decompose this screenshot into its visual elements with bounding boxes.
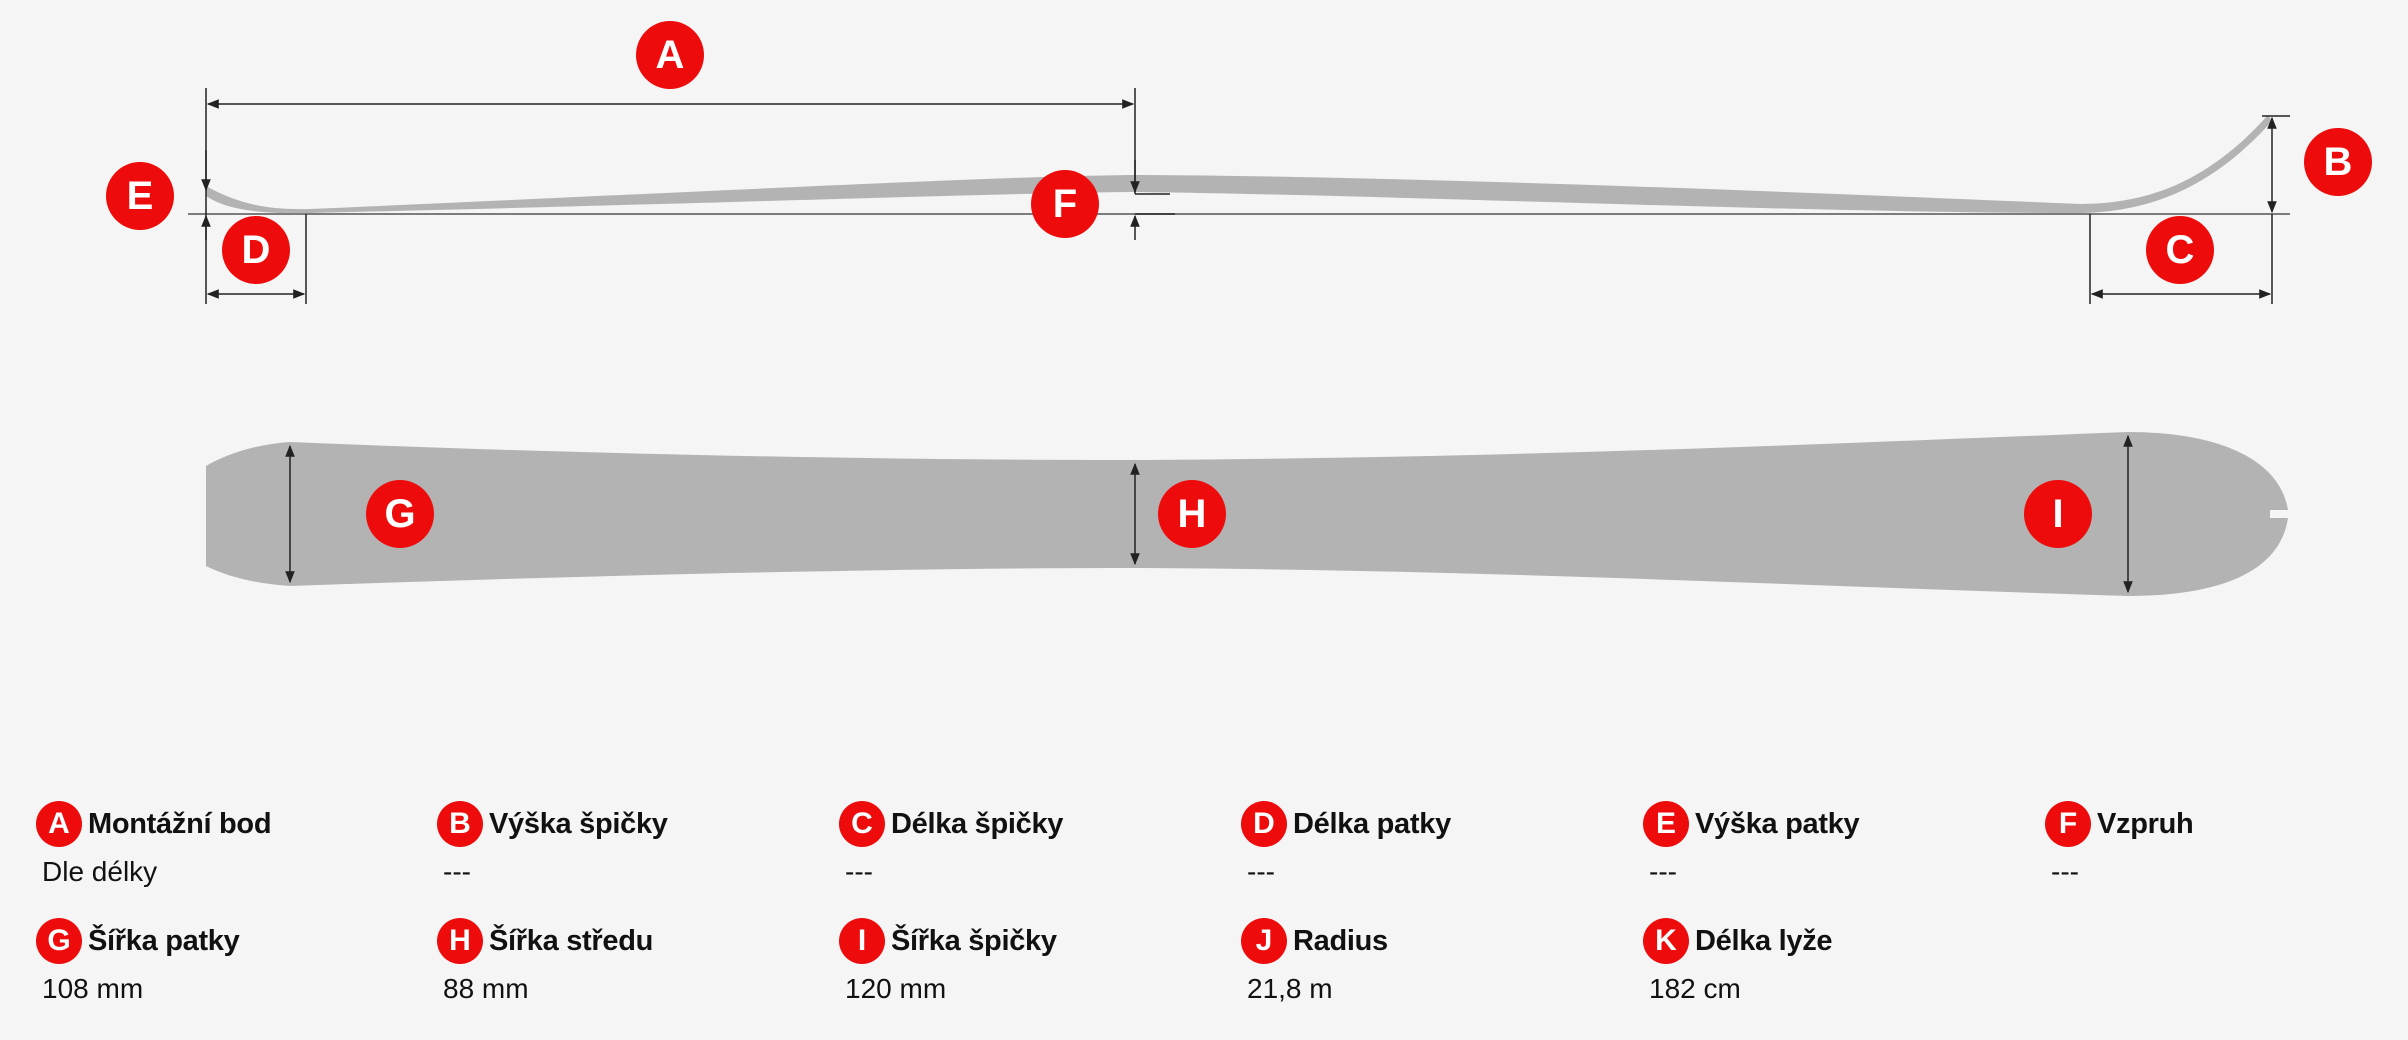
marker-c: C [2146, 216, 2214, 284]
legend-item-g: G Šířka patky 108 mm [36, 917, 416, 1005]
legend-title: Délka lyže [1695, 924, 1833, 957]
svg-text:H: H [1178, 492, 1207, 536]
legend-title: Délka špičky [891, 807, 1064, 840]
legend-badge: B [437, 801, 483, 847]
legend-badge: F [2045, 801, 2091, 847]
legend-item-f: F Vzpruh --- [2045, 800, 2408, 888]
legend-value: Dle délky [42, 856, 158, 887]
legend-value: 21,8 m [1247, 973, 1333, 1004]
marker-d: D [222, 216, 290, 284]
legend-badge: G [36, 918, 82, 964]
legend-badge: K [1643, 918, 1689, 964]
legend-badge: D [1241, 801, 1287, 847]
legend-value: --- [1247, 856, 1275, 887]
legend-value: --- [443, 856, 471, 887]
legend-item-d: D Délka patky --- [1241, 800, 1621, 888]
legend-value: 120 mm [845, 973, 947, 1004]
marker-f: F [1031, 170, 1099, 238]
legend-value: --- [1649, 856, 1677, 887]
legend-item-c: C Délka špičky --- [839, 800, 1219, 888]
svg-text:I: I [2052, 492, 2063, 536]
svg-text:A: A [656, 33, 685, 77]
legend-item-i: I Šířka špičky 120 mm [839, 917, 1219, 1005]
legend-item-h: H Šířka středu 88 mm [437, 917, 817, 1005]
legend-badge: H [437, 918, 483, 964]
legend-value: --- [2051, 856, 2079, 887]
legend-badge: J [1241, 918, 1287, 964]
ski-top-shape [206, 432, 2288, 596]
svg-text:C: C [2166, 228, 2195, 272]
legend-title: Šířka středu [489, 924, 654, 957]
legend-badge: C [839, 801, 885, 847]
svg-text:F: F [1053, 182, 1077, 226]
legend-title: Výška špičky [489, 807, 668, 840]
legend-title: Šířka patky [88, 924, 240, 957]
ski-profile-shape [206, 115, 2272, 214]
legend-value: 88 mm [443, 973, 529, 1004]
legend-badge: A [36, 801, 82, 847]
legend-item-a: A Montážní bod Dle délky [36, 800, 416, 888]
legend-item-b: B Výška špičky --- [437, 800, 817, 888]
ski-diagram: A B C D E F G H I [106, 21, 2372, 596]
marker-g: G [366, 480, 434, 548]
legend-item-k: K Délka lyže 182 cm [1643, 917, 2023, 1005]
svg-text:E: E [127, 174, 154, 218]
legend-title: Šířka špičky [891, 924, 1057, 957]
legend-badge: I [839, 918, 885, 964]
profile-dimension-lines [201, 88, 2290, 304]
svg-text:G: G [384, 492, 415, 536]
legend-item-e: E Výška patky --- [1643, 800, 2023, 888]
legend-title: Vzpruh [2097, 807, 2194, 840]
marker-e: E [106, 162, 174, 230]
ski-top-view [206, 432, 2288, 596]
legend-badge: E [1643, 801, 1689, 847]
legend-item-j: J Radius 21,8 m [1241, 917, 1621, 1005]
svg-text:D: D [242, 228, 271, 272]
svg-text:B: B [2324, 140, 2353, 184]
legend-value: --- [845, 856, 873, 887]
legend-title: Radius [1293, 924, 1388, 957]
legend-value: 182 cm [1649, 973, 1741, 1004]
marker-a: A [636, 21, 704, 89]
legend-title: Délka patky [1293, 807, 1451, 840]
legend-value: 108 mm [42, 973, 144, 1004]
legend-title: Montážní bod [88, 807, 272, 840]
marker-h: H [1158, 480, 1226, 548]
ski-side-profile [188, 115, 2290, 215]
legend-title: Výška patky [1695, 807, 1860, 840]
marker-b: B [2304, 128, 2372, 196]
marker-i: I [2024, 480, 2092, 548]
